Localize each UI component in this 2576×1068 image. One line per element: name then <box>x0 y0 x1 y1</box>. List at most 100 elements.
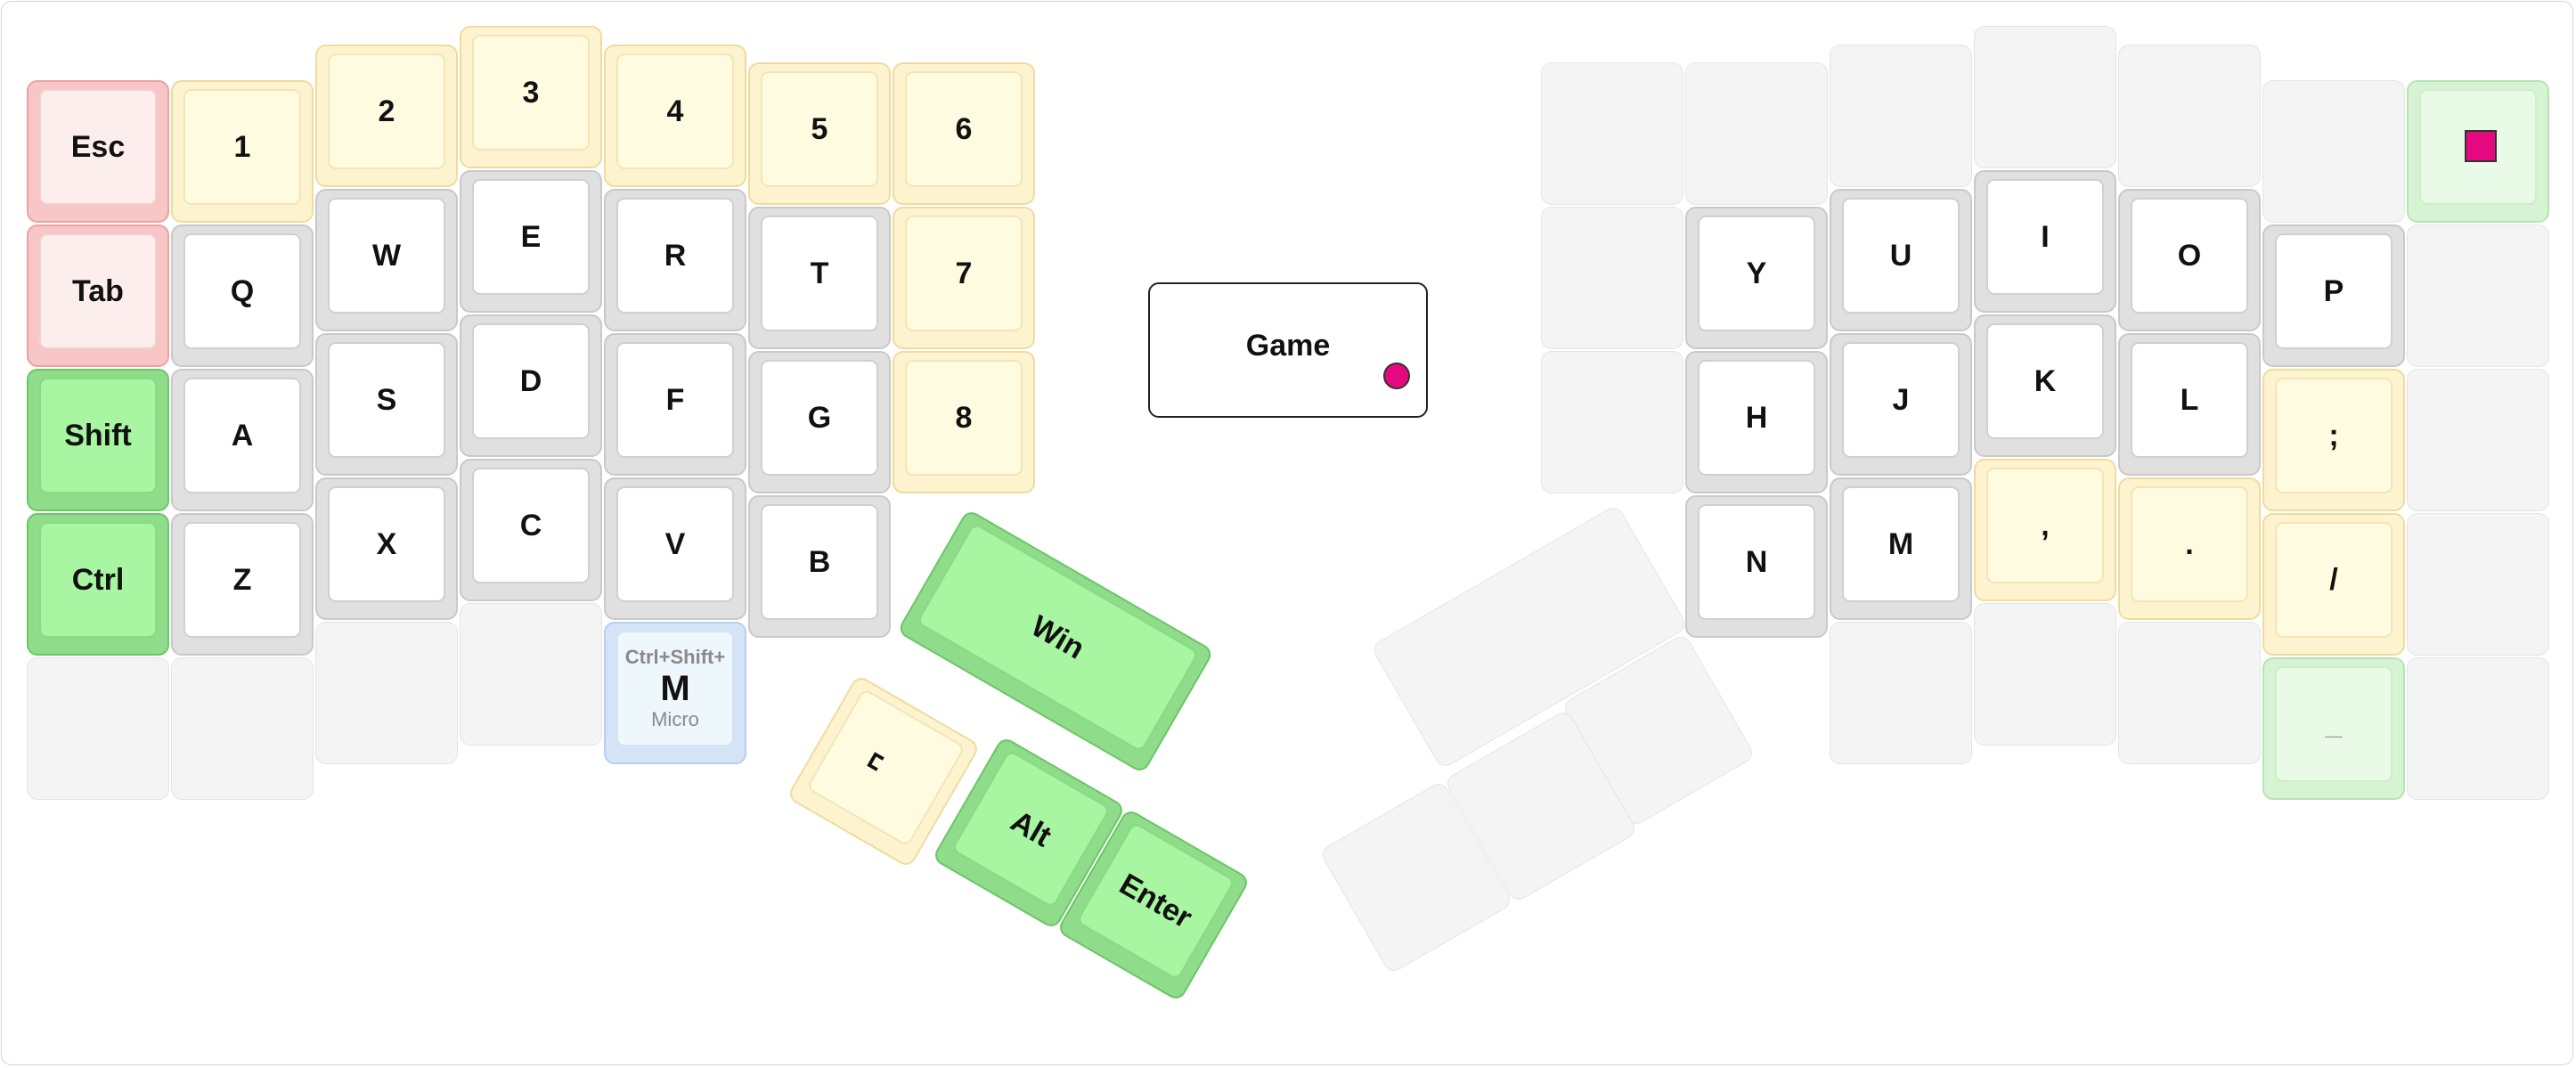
key-g: G <box>748 351 891 493</box>
key-o: O <box>2118 189 2261 331</box>
key-2: 2 <box>315 45 458 187</box>
key-q: Q <box>171 224 314 367</box>
key-label: 1 <box>233 129 251 164</box>
key-tab: Tab <box>27 224 169 367</box>
key-empty <box>27 657 169 800</box>
key-label: B <box>808 544 831 579</box>
key-label: T <box>810 256 829 290</box>
key-7: 7 <box>893 207 1035 349</box>
key-label: C <box>519 508 542 542</box>
key-label: _ <box>2325 706 2343 741</box>
key-label: M <box>1887 526 1914 561</box>
key-empty <box>1541 351 1683 493</box>
key-shift: Shift <box>27 369 169 511</box>
micro-main-label: M <box>660 669 690 708</box>
key-label: Enter <box>1113 867 1198 935</box>
key-underscore: _ <box>2262 657 2405 800</box>
key-c: C <box>460 459 602 601</box>
key-empty <box>1830 622 1972 764</box>
key-empty <box>2118 45 2261 187</box>
key-label: I <box>2041 219 2050 254</box>
key-label: H <box>1745 400 1768 435</box>
key-label: D <box>519 363 542 398</box>
key-semicolon: ; <box>2262 369 2405 511</box>
key-label: Shift <box>64 418 132 452</box>
key-u: U <box>1830 189 1972 331</box>
key-n: N <box>1685 495 1828 638</box>
key-esc: Esc <box>27 80 169 223</box>
key-label: Alt <box>1005 803 1057 854</box>
key-micro-m: Ctrl+Shift+ M Micro <box>604 622 746 764</box>
key-empty <box>2262 80 2405 223</box>
key-label: 2 <box>378 94 395 128</box>
key-label: Tab <box>72 273 124 308</box>
key-i: I <box>1974 170 2116 313</box>
key-empty <box>2407 657 2549 800</box>
key-t: T <box>748 207 891 349</box>
key-empty <box>2407 513 2549 656</box>
key-label: N <box>1745 544 1768 579</box>
key-empty <box>1541 62 1683 205</box>
key-slash: / <box>2262 513 2405 656</box>
key-label: . <box>2185 526 2194 561</box>
key-4: 4 <box>604 45 746 187</box>
key-label: U <box>1889 238 1912 273</box>
key-r: R <box>604 189 746 331</box>
combo-label: Game <box>1245 329 1331 363</box>
key-label: R <box>664 238 687 273</box>
key-label: G <box>807 400 832 435</box>
key-label: 6 <box>955 111 973 146</box>
key-label: 3 <box>522 75 540 110</box>
combo-game: Game <box>1148 282 1428 418</box>
key-label: 8 <box>955 400 973 435</box>
key-b: B <box>748 495 891 638</box>
key-empty <box>460 603 602 746</box>
key-a: A <box>171 369 314 511</box>
key-label: K <box>2034 363 2057 398</box>
key-label: Win <box>1025 608 1091 666</box>
key-empty <box>2407 369 2549 511</box>
key-label: V <box>664 526 686 561</box>
key-h: H <box>1685 351 1828 493</box>
key-label: P <box>2323 273 2344 308</box>
key-label: 4 <box>666 94 684 128</box>
key-empty <box>1974 26 2116 168</box>
key-label: W <box>371 238 402 273</box>
key-label: / <box>2329 562 2338 597</box>
key-empty <box>1830 45 1972 187</box>
key-z: Z <box>171 513 314 656</box>
key-period: . <box>2118 477 2261 620</box>
key-empty <box>315 622 458 764</box>
key-v: V <box>604 477 746 620</box>
key-6: 6 <box>893 62 1035 205</box>
key-label: Esc <box>70 129 126 164</box>
key-x: X <box>315 477 458 620</box>
key-s: S <box>315 333 458 476</box>
key-m: M <box>1830 477 1972 620</box>
key-label: X <box>376 526 397 561</box>
key-label: S <box>376 382 397 417</box>
key-empty <box>2407 224 2549 367</box>
key-empty <box>1685 62 1828 205</box>
micro-app-label: Micro <box>651 708 699 730</box>
layer-square-icon <box>2465 130 2497 162</box>
key-label: Y <box>1746 256 1767 290</box>
combo-dot-icon <box>1383 363 1410 389</box>
key-j: J <box>1830 333 1972 476</box>
key-label: Q <box>230 273 255 308</box>
key-empty <box>1974 603 2116 746</box>
key-label: Z <box>232 562 252 597</box>
key-label: ␣ <box>866 750 906 785</box>
key-label: Ctrl <box>71 562 125 597</box>
key-8: 8 <box>893 351 1035 493</box>
key-label: O <box>2177 238 2202 273</box>
key-comma: , <box>1974 459 2116 601</box>
key-w: W <box>315 189 458 331</box>
key-label: J <box>1892 382 1910 417</box>
key-label: ; <box>2328 418 2339 452</box>
key-5: 5 <box>748 62 891 205</box>
key-d: D <box>460 314 602 457</box>
key-label: L <box>2180 382 2199 417</box>
key-label: F <box>665 382 685 417</box>
